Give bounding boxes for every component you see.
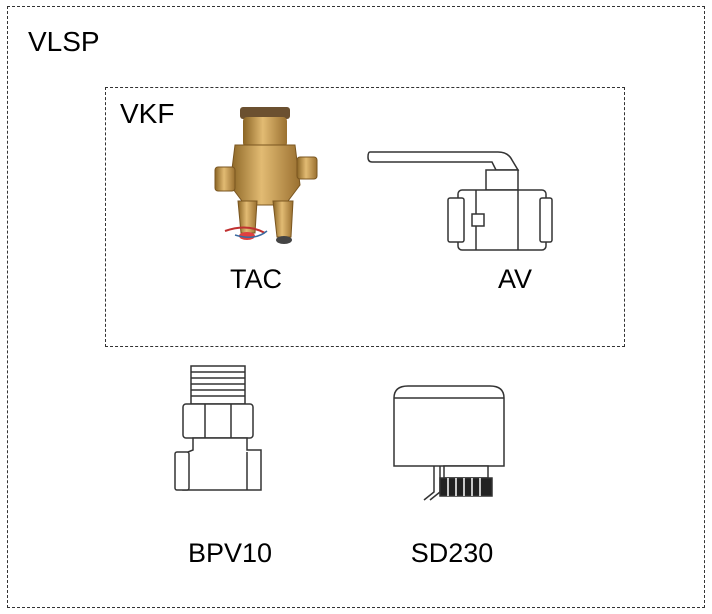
group-vlsp-label: VLSP	[28, 26, 100, 57]
component-tac-label: TAC	[230, 264, 282, 294]
group-vkf-label: VKF	[120, 98, 175, 129]
group-vkf-border	[105, 87, 625, 347]
component-bpv10-label: BPV10	[187, 538, 273, 568]
component-av-label: AV	[497, 264, 532, 294]
bypass-valve-icon	[174, 365, 262, 491]
component-sd230-label: SD230	[410, 538, 494, 568]
actuator-icon	[393, 385, 505, 501]
group-vlsp-border	[7, 6, 705, 608]
balancing-valve-icon	[214, 107, 318, 244]
ball-valve-icon	[367, 151, 553, 251]
